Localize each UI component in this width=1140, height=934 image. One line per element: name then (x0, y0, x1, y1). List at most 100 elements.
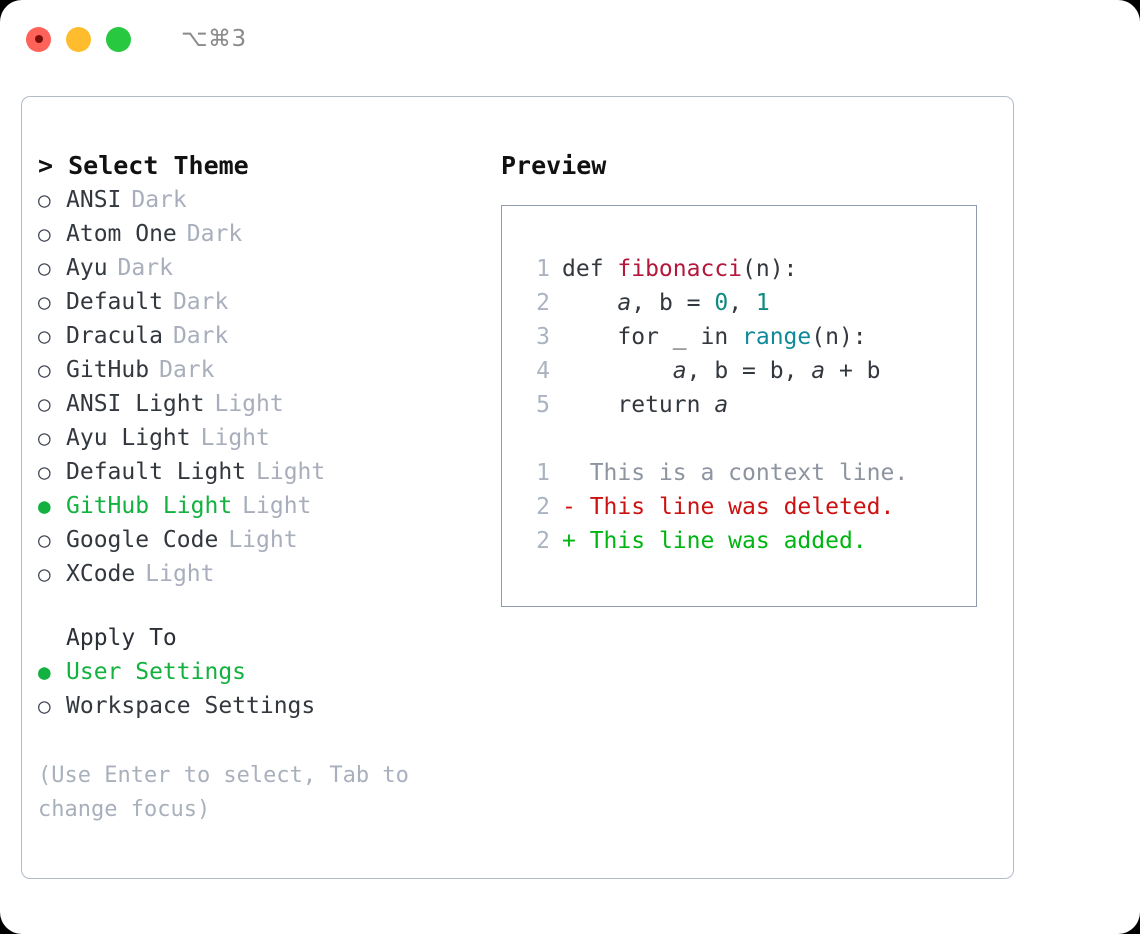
close-button[interactable] (26, 26, 51, 52)
theme-variant-badge: Light (256, 459, 326, 485)
theme-name: Ayu (66, 255, 108, 281)
radio-selected-icon: ● (38, 494, 51, 518)
diff-line-ctx: 1 This is a context line. (520, 456, 976, 490)
code-line-text: a, b = b, a + b (562, 354, 881, 388)
theme-name: Google Code (66, 527, 219, 553)
radio-icon: ○ (38, 358, 51, 382)
radio-icon: ○ (38, 528, 51, 552)
radio-selected-icon: ● (38, 660, 51, 684)
code-line-text: return a (562, 388, 728, 422)
theme-name: Atom One (66, 221, 177, 247)
theme-variant-badge: Dark (117, 255, 173, 281)
theme-name: Default (66, 289, 163, 315)
theme-variant-badge: Dark (131, 187, 187, 213)
code-token: a (714, 392, 729, 418)
theme-variant-badge: Light (242, 493, 312, 519)
close-icon (34, 35, 43, 43)
theme-item-ayu-light[interactable]: ○ Ayu Light Light (38, 421, 488, 455)
keyboard-hint-text: (Use Enter to select, Tab to change focu… (38, 763, 409, 822)
apply-to-heading: Apply To (66, 625, 177, 651)
radio-icon: ○ (38, 290, 51, 314)
theme-variant-badge: Dark (159, 357, 215, 383)
code-token: a (811, 358, 826, 384)
radio-icon: ○ (38, 426, 51, 450)
zoom-button[interactable] (106, 26, 131, 52)
code-line: 2 a, b = 0, 1 (520, 286, 976, 320)
diff-line-del: 2- This line was deleted. (520, 490, 976, 524)
radio-icon: ○ (38, 562, 51, 586)
code-line-text: a, b = 0, 1 (562, 286, 769, 320)
theme-name: ANSI Light (66, 391, 205, 417)
code-token: return (562, 392, 715, 418)
theme-item-default[interactable]: ○ Default Dark (38, 285, 488, 319)
line-number: 4 (536, 358, 550, 384)
code-token: , (728, 290, 756, 316)
theme-name: XCode (66, 561, 136, 587)
code-token: fibonacci (617, 256, 743, 282)
code-diff-spacer (520, 422, 976, 456)
code-token: (n): (742, 256, 798, 282)
code-token: a (672, 358, 687, 384)
theme-item-atom-one[interactable]: ○ Atom One Dark (38, 217, 488, 251)
code-token: 0 (714, 290, 729, 316)
theme-variant-badge: Light (145, 561, 215, 587)
radio-icon: ○ (38, 188, 51, 212)
theme-name: Dracula (66, 323, 163, 349)
apply-to-option-workspace-settings[interactable]: ○Workspace Settings (38, 689, 488, 723)
code-line: 4 a, b = b, a + b (520, 354, 976, 388)
code-token (562, 358, 673, 384)
theme-item-default-light[interactable]: ○ Default Light Light (38, 455, 488, 489)
theme-item-ansi[interactable]: ○ ANSI Dark (38, 183, 488, 217)
diff-sign: - (562, 494, 590, 520)
theme-item-google-code[interactable]: ○ Google Code Light (38, 523, 488, 557)
code-line: 1 def fibonacci(n): (520, 252, 976, 286)
radio-icon: ○ (38, 222, 51, 246)
code-token: + b (825, 358, 881, 384)
diff-sign: + (562, 528, 590, 554)
apply-to-option-user-settings[interactable]: ●User Settings (38, 655, 488, 689)
theme-name: Ayu Light (66, 425, 191, 451)
minimize-button[interactable] (66, 26, 91, 52)
line-number: 2 (536, 528, 550, 554)
code-token: for _ in (562, 324, 743, 350)
theme-variant-badge: Dark (186, 221, 243, 247)
theme-item-xcode[interactable]: ○ XCode Light (38, 557, 488, 591)
code-line-text: for _ in range(n): (562, 320, 867, 354)
theme-name: Default Light (66, 459, 247, 485)
theme-name: ANSI (66, 187, 122, 213)
code-line: 5 return a (520, 388, 976, 422)
keyboard-shortcut-label: ⌥⌘3 (181, 26, 247, 52)
theme-variant-badge: Light (200, 425, 270, 451)
line-number: 2 (536, 290, 550, 316)
code-token: (n): (811, 324, 867, 350)
line-number: 1 (536, 256, 550, 282)
radio-icon: ○ (38, 392, 51, 416)
code-token: , b = (631, 290, 715, 316)
diff-sample: 1 This is a context line.2- This line wa… (520, 456, 976, 558)
diff-sign (562, 456, 590, 490)
radio-icon: ○ (38, 460, 51, 484)
line-number: 2 (536, 494, 550, 520)
diff-line-text: This line was added. (589, 528, 867, 554)
radio-icon: ○ (38, 324, 51, 348)
diff-line-text: This is a context line. (589, 460, 909, 486)
diff-line-text: This line was deleted. (589, 494, 895, 520)
select-theme-heading: > Select Theme (38, 151, 249, 180)
apply-to-list[interactable]: ●User Settings○Workspace Settings (38, 655, 488, 723)
theme-variant-badge: Light (228, 527, 298, 553)
theme-variant-badge: Dark (172, 289, 229, 315)
code-line-text: def fibonacci(n): (562, 252, 797, 286)
code-line: 3 for _ in range(n): (520, 320, 976, 354)
apply-to-label: Workspace Settings (66, 693, 316, 719)
line-number: 1 (536, 460, 550, 486)
line-number: 3 (536, 324, 550, 350)
